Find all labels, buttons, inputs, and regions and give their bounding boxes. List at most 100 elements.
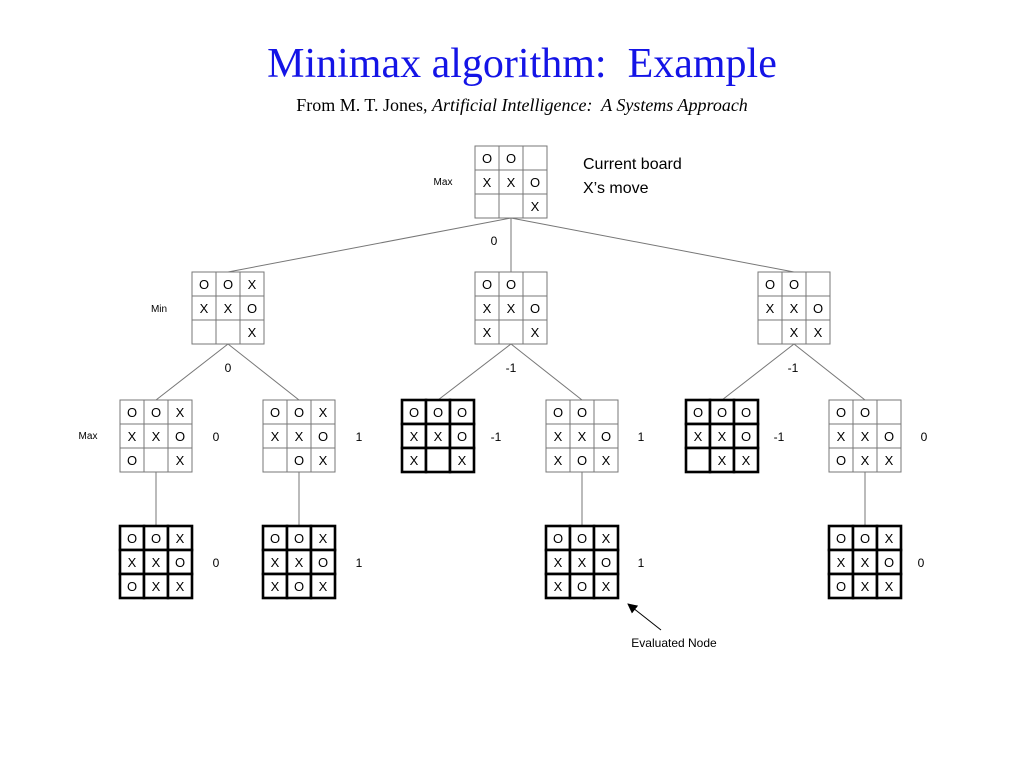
board-cell	[684, 398, 712, 426]
board-cell	[498, 193, 524, 219]
node-value-max1: 0	[213, 430, 220, 444]
x-mark: X	[458, 453, 467, 468]
o-mark: O	[577, 453, 587, 468]
x-mark: X	[885, 579, 894, 594]
o-mark: O	[247, 301, 257, 316]
x-mark: X	[602, 453, 611, 468]
board-cell	[118, 572, 146, 600]
x-mark: X	[766, 301, 775, 316]
board-cell	[118, 548, 146, 576]
board-cell	[474, 193, 500, 219]
o-mark: O	[530, 175, 540, 190]
board-cell	[732, 422, 760, 450]
o-mark: O	[482, 151, 492, 166]
x-mark: X	[885, 531, 894, 546]
board-cell	[143, 399, 169, 425]
x-mark: X	[602, 579, 611, 594]
x-mark: X	[790, 301, 799, 316]
o-mark: O	[199, 277, 209, 292]
board-cell	[545, 399, 571, 425]
evaluated-node-label: Evaluated Node	[631, 636, 717, 650]
x-mark: X	[319, 405, 328, 420]
board-cell	[191, 271, 217, 297]
board-cell	[569, 399, 595, 425]
board-cell	[544, 524, 572, 552]
xs-move-label: X’s move	[583, 180, 649, 197]
o-mark: O	[884, 429, 894, 444]
o-mark: O	[294, 405, 304, 420]
o-mark: O	[836, 531, 846, 546]
board-cell	[119, 447, 145, 473]
board-cell	[498, 319, 524, 345]
o-mark: O	[294, 579, 304, 594]
o-mark: O	[577, 531, 587, 546]
x-mark: X	[531, 199, 540, 214]
board-cell	[448, 446, 476, 474]
board-cell	[757, 319, 783, 345]
x-mark: X	[319, 579, 328, 594]
edge-min3-max5	[721, 343, 795, 401]
o-mark: O	[836, 579, 846, 594]
x-mark: X	[152, 579, 161, 594]
x-mark: X	[271, 579, 280, 594]
o-mark: O	[433, 405, 443, 420]
board-cell	[875, 572, 903, 600]
tree-edges	[155, 217, 866, 526]
o-mark: O	[294, 453, 304, 468]
o-mark: O	[294, 531, 304, 546]
evaluated-node-arrow	[627, 603, 662, 631]
node-value-max6: 0	[921, 430, 928, 444]
board-cell	[592, 548, 620, 576]
x-mark: X	[176, 405, 185, 420]
o-mark: O	[127, 579, 137, 594]
board-cell	[522, 319, 548, 345]
node-value-min2: -1	[506, 361, 517, 375]
board-cell	[569, 447, 595, 473]
current-board-label: Current board	[583, 156, 682, 173]
o-mark: O	[741, 405, 751, 420]
o-mark: O	[789, 277, 799, 292]
x-mark: X	[742, 453, 751, 468]
board-cell	[310, 447, 336, 473]
board-cell	[522, 169, 548, 195]
board-cell	[876, 399, 902, 425]
subtitle-prefix: From M. T. Jones,	[296, 95, 433, 115]
x-mark: X	[602, 531, 611, 546]
x-mark: X	[152, 555, 161, 570]
o-mark: O	[223, 277, 233, 292]
x-mark: X	[271, 429, 280, 444]
node-value-min1: 0	[225, 361, 232, 375]
board-cell	[593, 447, 619, 473]
board-cell	[261, 548, 289, 576]
board-cell	[522, 271, 548, 297]
board-cell	[568, 572, 596, 600]
board-cell	[876, 423, 902, 449]
board-cell	[119, 423, 145, 449]
x-mark: X	[861, 555, 870, 570]
o-mark: O	[813, 301, 823, 316]
o-mark: O	[553, 531, 563, 546]
o-mark: O	[151, 405, 161, 420]
o-mark: O	[482, 277, 492, 292]
node-value-max2: 1	[356, 430, 363, 444]
edge-min2-max4	[510, 343, 583, 401]
x-mark: X	[885, 453, 894, 468]
board-cell	[285, 524, 313, 552]
node-value-leaf2: 1	[356, 556, 363, 570]
board-cell	[828, 399, 854, 425]
board-cell	[191, 319, 217, 345]
board-cell	[569, 423, 595, 449]
subtitle-book-title: Artificial Intelligence: A Systems Appro…	[432, 95, 748, 115]
o-mark: O	[717, 405, 727, 420]
board-cell	[592, 572, 620, 600]
x-mark: X	[483, 325, 492, 340]
